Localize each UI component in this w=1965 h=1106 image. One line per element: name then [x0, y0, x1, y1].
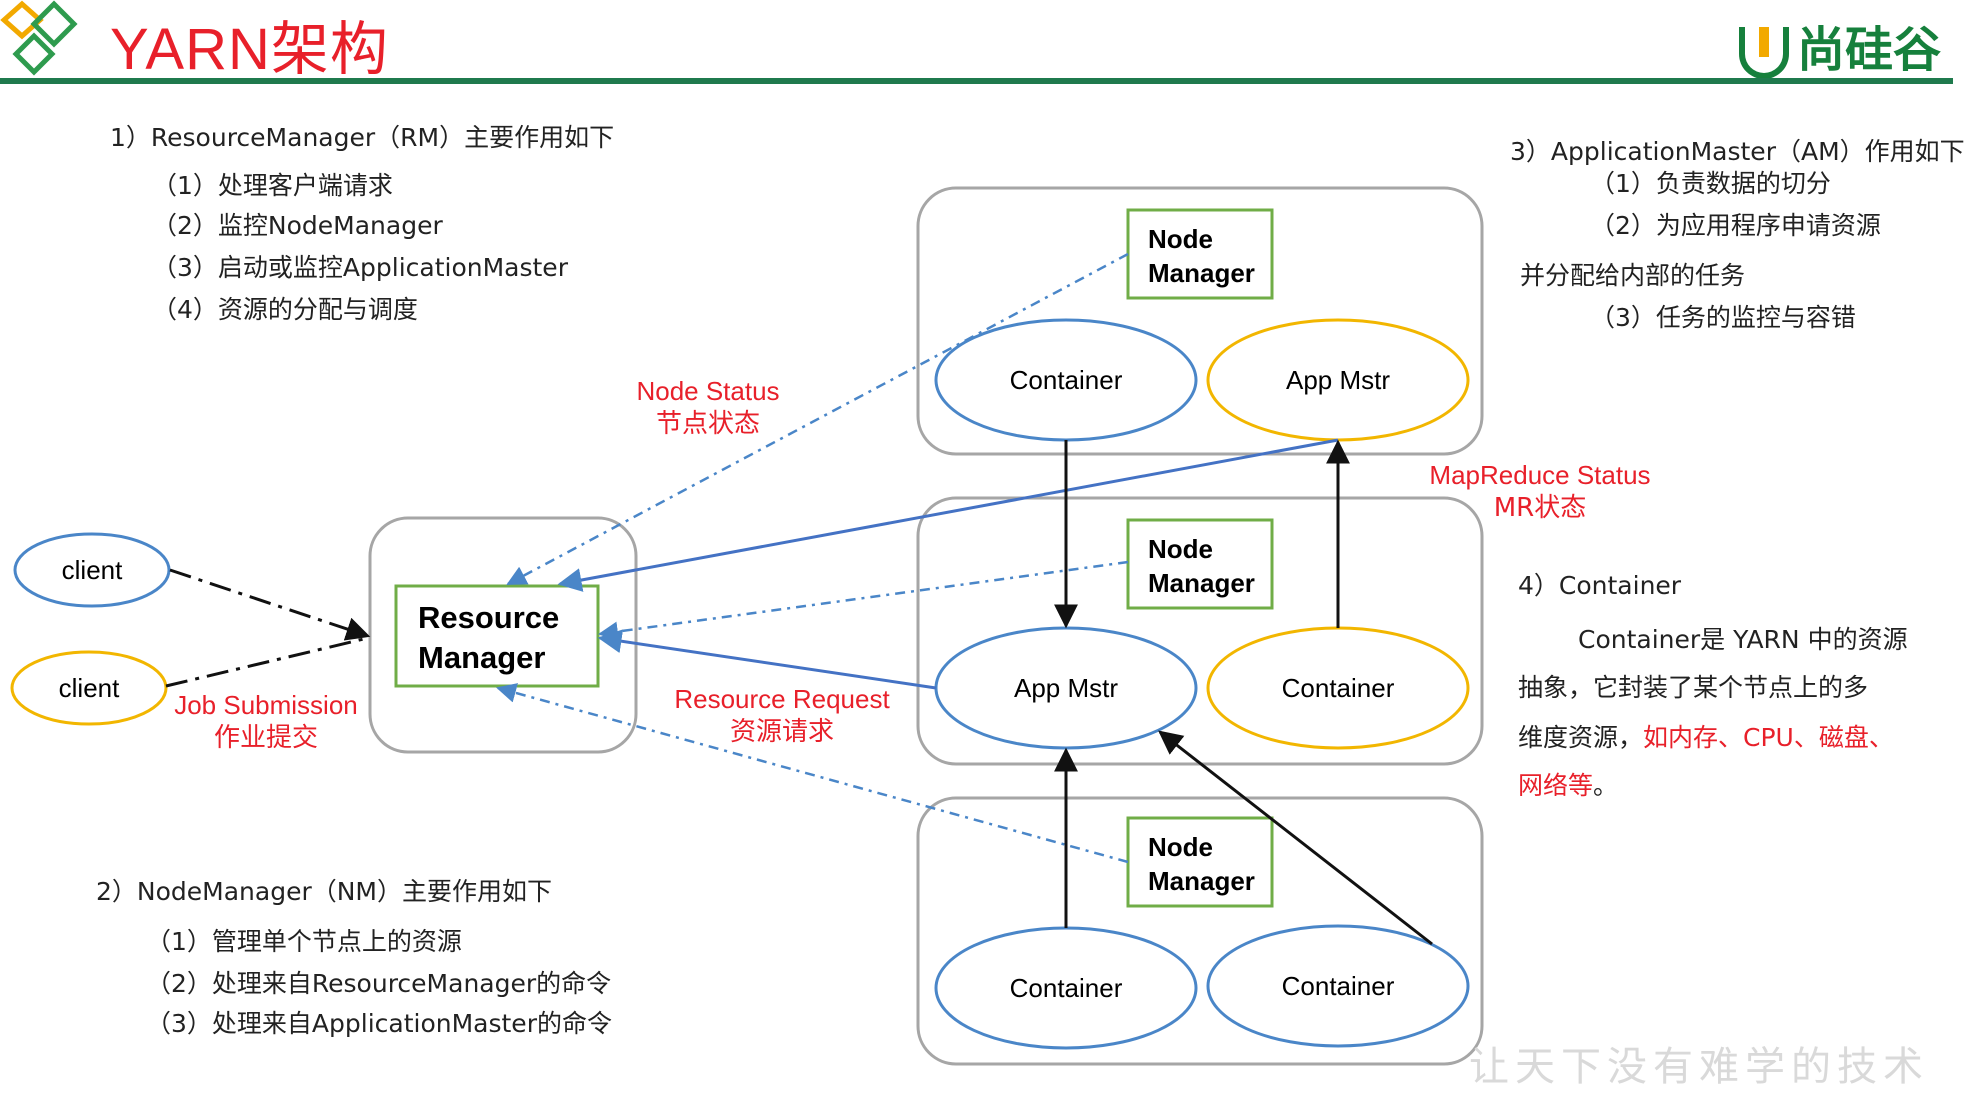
client-ellipse: [13, 532, 171, 608]
container-desc-line: 抽象，它封装了某个节点上的多: [1518, 673, 1869, 702]
logo-diamond-icon: [0, 0, 78, 76]
node-manager-label: Manager: [1148, 866, 1255, 896]
resource-manager-label: Manager: [418, 640, 545, 675]
client-ellipse: [10, 650, 168, 726]
rm-item: （4）资源的分配与调度: [152, 295, 418, 324]
container-label: Container: [1282, 673, 1395, 703]
resource-manager-box: [394, 584, 600, 688]
slogan-watermark: 让天下没有难学的技术: [1469, 1044, 1929, 1090]
container-desc-highlight: 如内存、CPU、磁盘、: [1643, 723, 1894, 752]
node-manager-box: [1126, 208, 1274, 300]
brand-u-icon: [1738, 27, 1789, 79]
am-item: （1）负责数据的切分: [1590, 169, 1831, 198]
nm-heading: 2）NodeManager（NM）主要作用如下: [96, 877, 553, 906]
node-status-arrow: [506, 252, 1129, 586]
mapreduce-status-arrow: [557, 438, 1339, 592]
job-submission-label: 作业提交: [214, 723, 318, 753]
node-manager-label: Manager: [1148, 258, 1255, 288]
node-manager-box: [1126, 518, 1274, 610]
am-item: （2）为应用程序申请资源: [1590, 211, 1881, 240]
container-label: Container: [1010, 365, 1123, 395]
container-desc-line: 网络等。: [1518, 766, 1618, 802]
node-manager-box: [1126, 816, 1274, 908]
container-desc-highlight: 网络等: [1518, 771, 1594, 800]
resource-request-arrow: [597, 629, 937, 690]
app-mstr-label: App Mstr: [1286, 365, 1390, 395]
am-heading: 3）ApplicationMaster（AM）作用如下: [1510, 137, 1965, 166]
client-label: client: [59, 673, 120, 703]
container-desc-line: 维度资源，如内存、CPU、磁盘、: [1518, 718, 1894, 754]
rm-item: （3）启动或监控ApplicationMaster: [152, 253, 568, 282]
container-label: Container: [1282, 971, 1395, 1001]
job-submission-arrow: [165, 636, 369, 688]
brand-name: 尚硅谷: [1796, 22, 1941, 78]
container-desc-plain: 维度资源，: [1518, 723, 1644, 752]
nm-item: （3）处理来自ApplicationMaster的命令: [146, 1009, 612, 1038]
container-heading: 4）Container: [1518, 571, 1682, 600]
container-desc-plain: 。: [1593, 771, 1619, 800]
mapreduce-status-label: MR状态: [1494, 493, 1587, 523]
job-submission-arrow: [169, 568, 371, 641]
rm-item: （2）监控NodeManager: [152, 211, 443, 240]
am-item: 并分配给内部的任务: [1520, 261, 1746, 290]
container-ellipse: [1206, 924, 1470, 1048]
resource-request-label: Resource Request: [674, 684, 890, 714]
container-desc-line: Container是 YARN 中的资源: [1578, 625, 1908, 654]
node-status-arrow: [598, 560, 1129, 642]
container-label: Container: [1010, 973, 1123, 1003]
mapreduce-status-label: MapReduce Status: [1429, 460, 1650, 490]
resource-request-label: 资源请求: [730, 717, 834, 747]
rm-item: （1）处理客户端请求: [152, 171, 393, 200]
page-title: YARN架构: [110, 17, 389, 82]
nm-item: （1）管理单个节点上的资源: [146, 927, 462, 956]
node-manager-label: Node: [1148, 534, 1213, 564]
node-status-label: 节点状态: [656, 409, 760, 439]
header-divider: [0, 78, 1953, 84]
node-manager-label: Node: [1148, 832, 1213, 862]
resource-manager-label: Resource: [418, 600, 559, 635]
node-manager-label: Manager: [1148, 568, 1255, 598]
node-manager-label: Node: [1148, 224, 1213, 254]
rm-heading: 1）ResourceManager（RM）主要作用如下: [110, 123, 615, 152]
job-submission-label: Job Submission: [174, 690, 358, 720]
node-status-label: Node Status: [636, 376, 779, 406]
client-label: client: [62, 555, 123, 585]
am-item: （3）任务的监控与容错: [1590, 303, 1856, 332]
nm-item: （2）处理来自ResourceManager的命令: [146, 969, 612, 998]
brand-logo: 尚硅谷: [1738, 10, 1941, 80]
node-status-arrow: [496, 683, 1129, 864]
app-mstr-label: App Mstr: [1014, 673, 1118, 703]
container-to-am-arrow: [1158, 730, 1433, 946]
